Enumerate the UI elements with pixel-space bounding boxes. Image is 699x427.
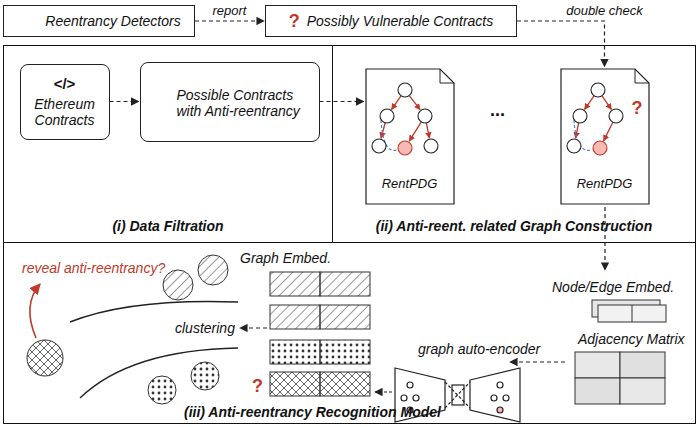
adjacency-matrix	[575, 352, 665, 404]
data-box: Possible Contracts with Anti-reentrancy	[140, 62, 320, 142]
graph-document: RentPDG	[365, 68, 455, 205]
node-heading: (i) Data Filtration	[4, 218, 332, 234]
dashed-connector	[517, 21, 605, 67]
diagram-label: clustering	[175, 320, 235, 336]
diagram-label: graph auto-encoder	[418, 341, 540, 357]
node-heading: Reentrancy Detectors	[45, 13, 180, 29]
graph-document: ? RentPDG	[560, 68, 650, 205]
node-heading: </>	[54, 75, 76, 92]
diagram-label: Node/Edge Embed.	[552, 279, 674, 295]
flow-arrow	[375, 391, 392, 392]
node-text: RentPDG	[560, 176, 650, 191]
flow-arrow	[604, 207, 605, 270]
diagram-label: ?	[252, 376, 263, 397]
edge-label: report	[211, 3, 249, 18]
node-heading: Possible Contracts with Anti-reentrancy	[177, 87, 313, 119]
stage-panel: (i) Data Filtration </> Ethereum Contracts…	[3, 45, 333, 243]
dashed-connector	[110, 101, 139, 102]
node-heading: RentPDG	[365, 176, 455, 191]
node-text: Possibly Vulnerable Contracts	[307, 13, 494, 29]
diagram-label: Graph Embed.	[240, 250, 331, 266]
stage-panel: (ii) Anti-reent. related Graph Construct…	[332, 45, 696, 243]
node-text: Ethereum Contracts	[25, 96, 105, 128]
reveal-arrow	[30, 284, 40, 338]
diagram-label: Adjacency Matrix	[578, 331, 685, 347]
embedding-stack	[592, 300, 666, 322]
dashed-connector	[320, 101, 364, 102]
node-heading: (ii) Anti-reent. related Graph Construct…	[333, 218, 695, 234]
graph-embedding-rows	[270, 272, 370, 396]
node-heading: (iii) Anti-reentrancy Recognition Model	[184, 404, 441, 420]
tool-box: Reentrancy Detectors	[3, 5, 195, 37]
diagram-label: reveal anti-reentrancy?	[22, 260, 165, 276]
flow-arrow	[240, 327, 267, 328]
node-heading: ?	[289, 11, 300, 32]
result-box: ? Possibly Vulnerable Contracts	[265, 5, 517, 37]
node-heading: ?	[632, 98, 643, 119]
cluster-plot	[27, 255, 238, 404]
flow-arrow	[510, 361, 565, 362]
edge-label: double check	[564, 3, 645, 18]
diagram-label: ...	[490, 100, 505, 121]
dashed-connector	[195, 20, 264, 21]
data-box: </> Ethereum Contracts	[20, 64, 110, 140]
